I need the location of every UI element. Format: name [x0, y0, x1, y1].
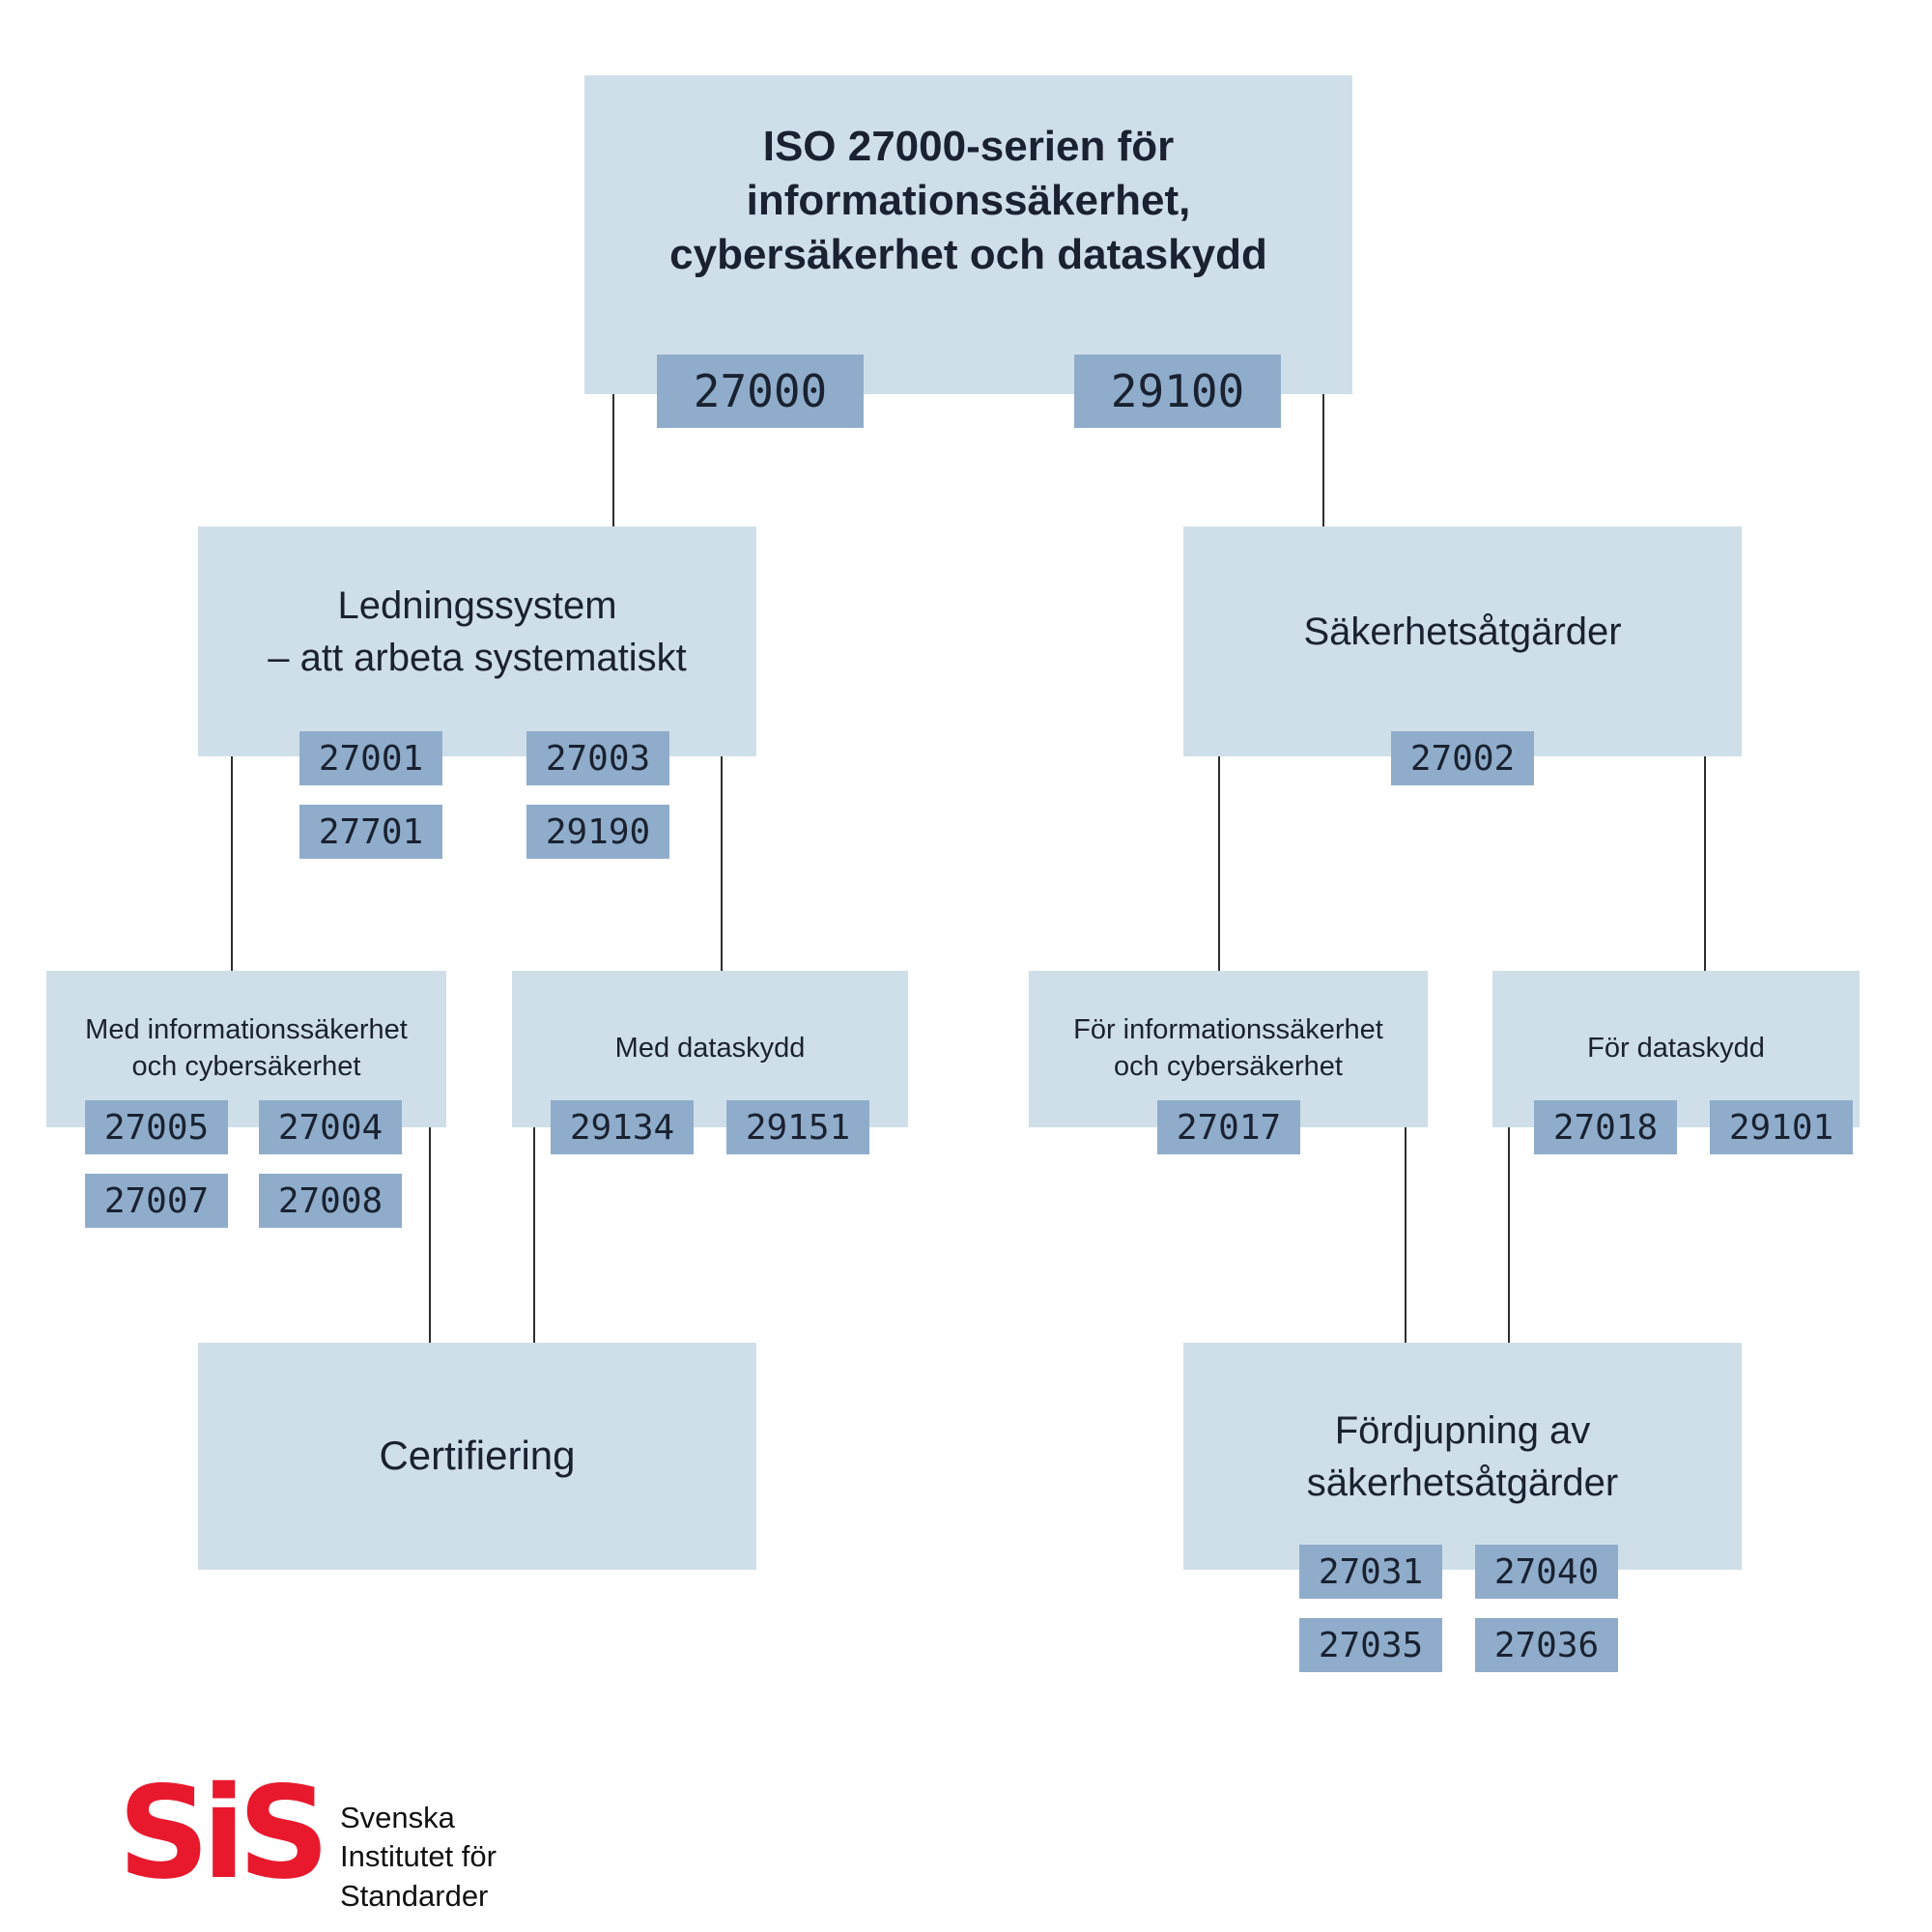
sis-logo-name: Svenska Institutet för Standarder [340, 1801, 497, 1913]
badge-27018: 27018 [1534, 1100, 1677, 1154]
box-certifiering-title: Certifiering [379, 1433, 576, 1479]
badge-27040: 27040 [1475, 1545, 1618, 1599]
badge-29134: 29134 [551, 1100, 694, 1154]
box-fordjupning-title: Fördjupning av säkerhetsåtgärder [1306, 1408, 1619, 1504]
box-for-dataskydd-title: För dataskydd [1587, 1033, 1765, 1065]
connector-privacy-to-deepening [1508, 1127, 1510, 1343]
badge-27003: 27003 [526, 731, 669, 785]
badge-29151: 29151 [726, 1100, 869, 1154]
badge-29100: 29100 [1074, 355, 1281, 428]
badge-27036: 27036 [1475, 1618, 1618, 1672]
badge-27002: 27002 [1391, 731, 1534, 785]
badge-27017: 27017 [1157, 1100, 1300, 1154]
badge-27000: 27000 [657, 355, 864, 428]
connector-infosec-to-deepening [1405, 1127, 1406, 1343]
box-ledningssystem: Ledningssystem – att arbeta systematiskt [198, 526, 756, 756]
box-for-informationssakerhet-title: För informationssäkerhet och cybersäkerh… [1073, 1014, 1383, 1082]
badge-27035: 27035 [1299, 1618, 1442, 1672]
box-for-informationssakerhet: För informationssäkerhet och cybersäkerh… [1029, 971, 1428, 1127]
connector-management-to-privacy [721, 756, 723, 971]
box-fordjupning: Fördjupning av säkerhetsåtgärder [1183, 1343, 1742, 1570]
connector-root-to-management [612, 394, 614, 526]
box-iso27000-root-title: ISO 27000-serien för informationssäkerhe… [669, 122, 1267, 279]
badge-27031: 27031 [1299, 1545, 1442, 1599]
box-certifiering: Certifiering [198, 1343, 756, 1570]
box-sakerhetsatgarder-title: Säkerhetsåtgärder [1303, 611, 1622, 653]
connector-controls-to-privacy [1704, 756, 1706, 971]
badge-29101: 29101 [1710, 1100, 1853, 1154]
sis-logo-mark: SiS [118, 1759, 329, 1908]
badge-27008: 27008 [259, 1174, 402, 1228]
connector-infosec-to-certification [429, 1127, 431, 1343]
badge-27005: 27005 [85, 1100, 228, 1154]
badge-27007: 27007 [85, 1174, 228, 1228]
badge-27701: 27701 [299, 805, 442, 859]
badge-27004: 27004 [259, 1100, 402, 1154]
box-med-informationssakerhet-title: Med informationssäkerhet och cybersäkerh… [85, 1014, 408, 1082]
box-ledningssystem-title: Ledningssystem – att arbeta systematiskt [268, 584, 687, 679]
connector-controls-to-infosec [1218, 756, 1220, 971]
connector-privacy-to-certification [533, 1127, 535, 1343]
connector-management-to-infosec [231, 756, 233, 971]
badge-29190: 29190 [526, 805, 669, 859]
badge-27001: 27001 [299, 731, 442, 785]
box-iso27000-root: ISO 27000-serien för informationssäkerhe… [584, 75, 1352, 394]
box-med-dataskydd-title: Med dataskydd [614, 1033, 806, 1065]
connector-root-to-controls [1322, 394, 1324, 526]
box-sakerhetsatgarder: Säkerhetsåtgärder [1183, 526, 1742, 756]
